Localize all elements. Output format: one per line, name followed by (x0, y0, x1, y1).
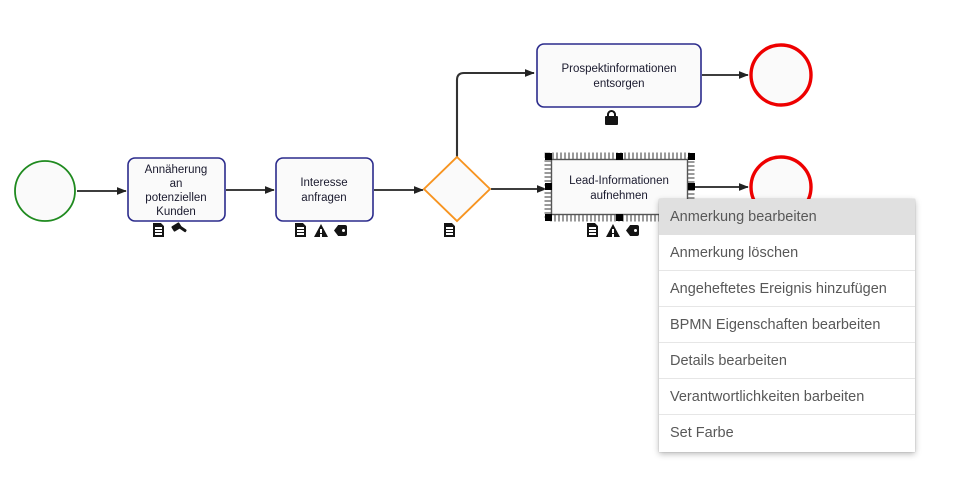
markers-task-annaeherung (152, 222, 187, 239)
task-label-line: entsorgen (593, 78, 644, 90)
task-label-line: an (170, 178, 183, 190)
lock-icon[interactable] (604, 109, 619, 126)
markers-task-lead (586, 222, 641, 239)
resize-handle-ne[interactable] (688, 153, 695, 160)
resize-handle-e[interactable] (688, 183, 695, 190)
task-label-line: aufnehmen (590, 190, 648, 202)
task-interesse-anfragen[interactable]: Interesse anfragen (275, 157, 374, 222)
hammer-icon[interactable] (172, 222, 187, 239)
document-icon[interactable] (443, 222, 458, 239)
task-label-line: Prospektinformationen (561, 63, 676, 75)
resize-handle-s[interactable] (616, 214, 623, 221)
task-label-line: anfragen (301, 192, 346, 204)
task-label-line: Lead-Informationen (569, 175, 669, 187)
document-icon[interactable] (294, 222, 309, 239)
menu-item-verantwortlichkeiten-barbeiten[interactable]: Verantwortlichkeiten barbeiten (659, 379, 915, 415)
menu-item-set-farbe[interactable]: Set Farbe (670, 425, 734, 441)
context-menu[interactable]: Anmerkung bearbeiten Anmerkung löschen A… (659, 199, 915, 452)
task-prospektinformationen-entsorgen[interactable]: Prospektinformationen entsorgen (536, 43, 702, 108)
markers-task-prospekt (604, 109, 619, 126)
menu-item-details-bearbeiten[interactable]: Details bearbeiten (659, 343, 915, 379)
menu-item-anmerkung-loeschen[interactable]: Anmerkung löschen (659, 235, 915, 271)
sequence-flows (77, 69, 749, 195)
start-event[interactable] (14, 160, 76, 222)
resize-handle-w[interactable] (545, 183, 552, 190)
menu-item-angeheftetes-ereignis-hinzufuegen[interactable]: Angeheftetes Ereignis hinzufügen (659, 271, 915, 307)
menu-item-bpmn-eigenschaften-bearbeiten[interactable]: BPMN Eigenschaften bearbeiten (659, 307, 915, 343)
task-label-line: potenziellen (145, 192, 206, 204)
warning-icon[interactable] (314, 222, 329, 239)
markers-task-interesse (294, 222, 349, 239)
resize-handle-sw[interactable] (545, 214, 552, 221)
menu-item-anmerkung-bearbeiten[interactable]: Anmerkung bearbeiten (659, 199, 915, 235)
task-label-line: Kunden (156, 206, 196, 218)
document-icon[interactable] (152, 222, 167, 239)
warning-icon[interactable] (606, 222, 621, 239)
markers-gateway (443, 222, 458, 239)
document-icon[interactable] (586, 222, 601, 239)
exclusive-gateway[interactable] (422, 155, 492, 223)
resize-handle-n[interactable] (616, 153, 623, 160)
tag-icon[interactable] (626, 222, 641, 239)
resize-handle-nw[interactable] (545, 153, 552, 160)
task-annaeherung-an-potenziellen-kunden[interactable]: Annäherung an potenziellen Kunden (127, 157, 226, 222)
task-label-line: Annäherung (145, 164, 208, 176)
end-event-top[interactable] (749, 43, 813, 107)
flow-gateway-to-prospekt[interactable] (455, 69, 535, 157)
task-label-line: Interesse (300, 177, 347, 189)
tag-icon[interactable] (334, 222, 349, 239)
